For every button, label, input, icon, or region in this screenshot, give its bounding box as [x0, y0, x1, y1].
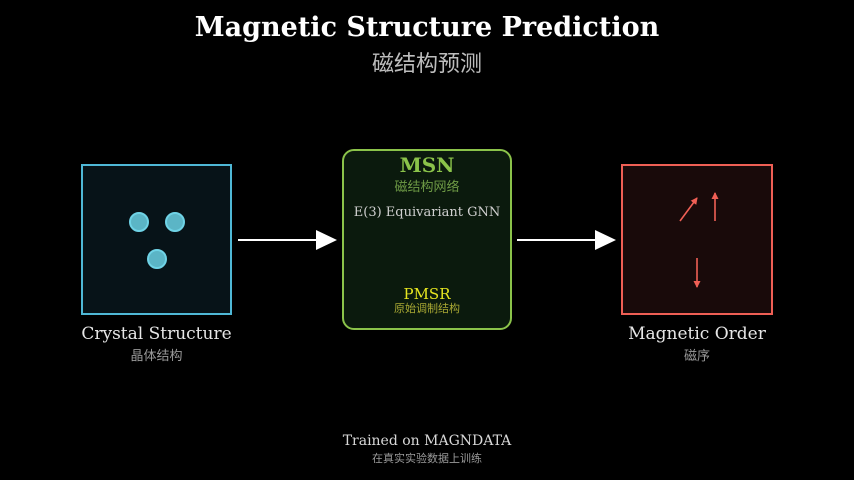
model-description: E(3) Equivariant GNN	[353, 205, 501, 220]
atom-icon	[129, 212, 149, 232]
module-name-zh: 原始调制结构	[394, 302, 460, 315]
crystal-structure-label: Crystal Structure	[81, 324, 232, 344]
magnetic-order-label-zh: 磁序	[683, 349, 710, 364]
diagram-subtitle: 磁结构预测	[371, 52, 482, 77]
msn-model-box	[342, 149, 512, 330]
flow-arrow-output	[517, 230, 616, 250]
atom-icon	[165, 212, 185, 232]
atom-icon	[147, 249, 167, 269]
model-name: MSN	[399, 153, 455, 177]
model-name-zh: 磁结构网络	[394, 180, 460, 195]
footer-text-zh: 在真实实验数据上训练	[372, 452, 482, 465]
magnetic-order-label: Magnetic Order	[628, 324, 766, 344]
flow-arrow-input	[238, 230, 337, 250]
spin-arrow-icon	[679, 197, 698, 222]
module-name: PMSR	[403, 285, 451, 303]
diagram-title: Magnetic Structure Prediction	[194, 12, 660, 43]
footer-text: Trained on MAGNDATA	[342, 433, 512, 449]
crystal-structure-box	[81, 164, 232, 315]
crystal-structure-label-zh: 晶体结构	[130, 349, 183, 364]
magnetic-order-box	[621, 164, 773, 315]
